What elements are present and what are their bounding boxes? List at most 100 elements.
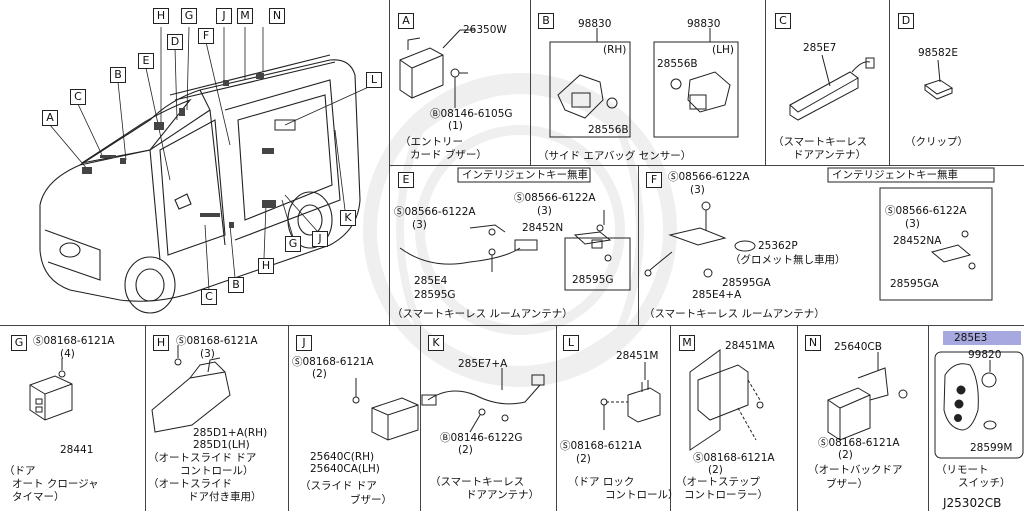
caption-r-1: （リモート <box>936 464 989 476</box>
bolt-symbol-icon: Ⓑ <box>430 108 441 120</box>
caption-g-3: タイマー） <box>12 491 65 503</box>
fastener-e-1-qty: (3) <box>412 219 427 231</box>
fastener-l-qty: (2) <box>576 453 591 465</box>
part-98582e: 98582E <box>918 47 959 59</box>
caption-l-1: （ドア ロック <box>568 476 635 488</box>
callout-g-top: G <box>181 8 197 24</box>
part-28595g-left: 28595G <box>414 289 456 301</box>
caption-b: （サイド エアバッグ センサー） <box>538 150 692 162</box>
caption-h-4: ドア付き車用） <box>188 491 262 503</box>
caption-m-1: （オートステップ <box>676 476 760 488</box>
caption-g-2: オート クロージャ <box>12 478 99 490</box>
fastener-l: Ⓢ08168-6121A <box>560 440 642 452</box>
fastener-h-qty: (3) <box>200 348 215 360</box>
screw-symbol-icon: Ⓢ <box>176 335 187 347</box>
screw-symbol-icon: Ⓢ <box>560 440 571 452</box>
caption-l-2: コントロール） <box>605 489 679 501</box>
part-285e7: 285E7 <box>803 42 837 54</box>
screw-symbol-icon: Ⓢ <box>818 437 829 449</box>
fastener-e-1: Ⓢ08566-6122A <box>394 206 476 218</box>
callout-m-top: M <box>237 8 253 24</box>
vehicle-overview: H G J M N D F E B C A L K J G H B C <box>0 0 388 324</box>
callout-b-top: B <box>110 67 126 83</box>
callout-j-bottom: J <box>312 231 328 247</box>
callout-l: L <box>366 72 382 88</box>
part-28451m: 28451M <box>616 350 659 362</box>
section-k-label: K <box>428 335 444 351</box>
part-26350w: 26350W <box>463 24 507 36</box>
part-highlight <box>943 331 1021 345</box>
part-28452na: 28452NA <box>893 235 942 247</box>
callout-c-bottom: C <box>201 289 217 305</box>
caption-h-1: （オートスライド ドア <box>148 452 257 464</box>
section-b-label: B <box>538 13 554 29</box>
caption-g-1: （ドア <box>4 465 36 477</box>
section-d-label: D <box>898 13 914 29</box>
callout-a: A <box>42 110 58 126</box>
screw-symbol-icon: Ⓢ <box>292 356 303 368</box>
part-28595ga-left: 28595GA <box>722 277 771 289</box>
fastener-e-2-qty: (3) <box>537 205 552 217</box>
caption-h-3: （オートスライド <box>148 478 232 490</box>
part-25640cb: 25640CB <box>834 341 882 353</box>
side-lh: (LH) <box>712 44 734 56</box>
callout-b-bottom: B <box>228 277 244 293</box>
part-285d1-lh: 285D1(LH) <box>193 439 250 451</box>
van-outline-drawing <box>39 26 374 314</box>
section-e-label: E <box>398 172 414 188</box>
caption-j-1: （スライド ドア <box>300 480 377 492</box>
caption-e: （スマートキーレス ルームアンテナ） <box>392 308 573 320</box>
fastener-k-qty: (2) <box>458 444 473 456</box>
part-28441: 28441 <box>60 444 94 456</box>
part-285e4a: 285E4+A <box>692 289 742 301</box>
caption-n-1: （オートバックドア <box>808 464 903 476</box>
caption-n-2: ブザー） <box>826 478 868 490</box>
section-n-label: N <box>805 335 821 351</box>
fastener-n-qty: (2) <box>838 449 853 461</box>
diagram-code: J25302CB <box>943 496 1002 510</box>
part-285e3: 285E3 <box>954 332 988 344</box>
grommet-note: （グロメット無し車用） <box>730 254 846 266</box>
caption-c-2: ドアアンテナ） <box>793 149 867 161</box>
section-c-label: C <box>775 13 791 29</box>
fastener-g: Ⓢ08168-6121A <box>33 335 115 347</box>
caption-k-2: ドアアンテナ） <box>466 489 540 501</box>
section-m-label: M <box>679 335 695 351</box>
section-g-label: G <box>11 335 27 351</box>
fastener-g-qty: (4) <box>60 348 75 360</box>
section-l-label: L <box>563 335 579 351</box>
screw-symbol-icon: Ⓢ <box>514 192 525 204</box>
caption-j-2: ブザー） <box>350 494 392 506</box>
screw-symbol-icon: Ⓢ <box>668 171 679 183</box>
note-f: インテリジェントキー無車 <box>832 169 958 181</box>
screw-symbol-icon: Ⓢ <box>885 205 896 217</box>
fastener-f-2: Ⓢ08566-6122A <box>885 205 967 217</box>
caption-k-1: （スマートキーレス <box>430 476 525 488</box>
fastener-a-qty: (1) <box>448 120 463 132</box>
note-e: インテリジェントキー無車 <box>462 169 588 181</box>
fastener-k: Ⓑ08146-6122G <box>440 432 523 444</box>
part-285e4: 285E4 <box>414 275 448 287</box>
fastener-n: Ⓢ08168-6121A <box>818 437 900 449</box>
callout-c-top: C <box>70 89 86 105</box>
section-j-label: J <box>296 335 312 351</box>
caption-f: （スマートキーレス ルームアンテナ） <box>644 308 825 320</box>
part-28595ga-right: 28595GA <box>890 278 939 290</box>
callout-g-bottom: G <box>285 236 301 252</box>
part-28595g-right: 28595G <box>572 274 614 286</box>
part-25640c-rh: 25640C(RH) <box>310 451 375 463</box>
fastener-f-1: Ⓢ08566-6122A <box>668 171 750 183</box>
fastener-m-qty: (2) <box>708 464 723 476</box>
caption-d: （クリップ） <box>905 136 968 148</box>
caption-c-1: （スマートキーレス <box>773 136 868 148</box>
callout-f: F <box>198 28 214 44</box>
fastener-f-2-qty: (3) <box>905 218 920 230</box>
fastener-h: Ⓢ08168-6121A <box>176 335 258 347</box>
caption-r-2: スイッチ） <box>958 477 1011 489</box>
part-285d1a-rh: 285D1+A(RH) <box>193 427 268 439</box>
part-99820: 99820 <box>968 349 1002 361</box>
section-a-label: A <box>398 13 414 29</box>
callout-h-bottom: H <box>258 258 274 274</box>
fastener-e-2: Ⓢ08566-6122A <box>514 192 596 204</box>
callout-d: D <box>167 34 183 50</box>
